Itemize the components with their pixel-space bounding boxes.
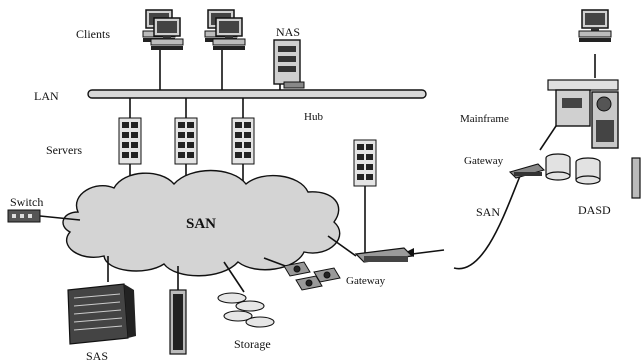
san-cloud [62,169,341,277]
disk-stack-icon [217,292,275,328]
client-computer-1 [142,9,184,51]
lan-bar [87,89,427,99]
gateway-icon [354,247,414,263]
label-servers: Servers [46,143,82,157]
server-icon-2 [174,117,198,165]
mainframe-icon [547,79,619,149]
server-icon-1 [118,117,142,165]
label-mainframe-gateway: Gateway [464,155,504,167]
server-icon-4 [353,139,377,187]
server-icon-3 [231,117,255,165]
switch-icon [7,209,41,223]
label-dasd: DASD [578,203,611,217]
mainframe-gateway-icon [508,163,546,179]
lan-drops [159,50,281,90]
mainframe-terminal [578,9,612,43]
label-clients: Clients [76,27,110,41]
label-gateway: Gateway [346,275,386,287]
label-nas: NAS [276,25,300,39]
label-storage: Storage [234,337,271,351]
label-switch: Switch [10,195,43,209]
label-hub: Hub [304,111,323,123]
tower-storage-icon [169,289,187,355]
label-lan: LAN [34,89,59,103]
sas-icon [67,283,136,345]
client-computer-2 [204,9,246,51]
san-arrow [406,248,414,257]
label-san-link: SAN [476,205,500,219]
nas-icon [273,39,305,89]
dasd-icon [545,153,641,199]
tape-library-icon [283,261,341,291]
label-mainframe: Mainframe [460,113,509,125]
label-san-cloud: SAN [186,216,216,232]
label-sas: SAS [86,349,108,363]
